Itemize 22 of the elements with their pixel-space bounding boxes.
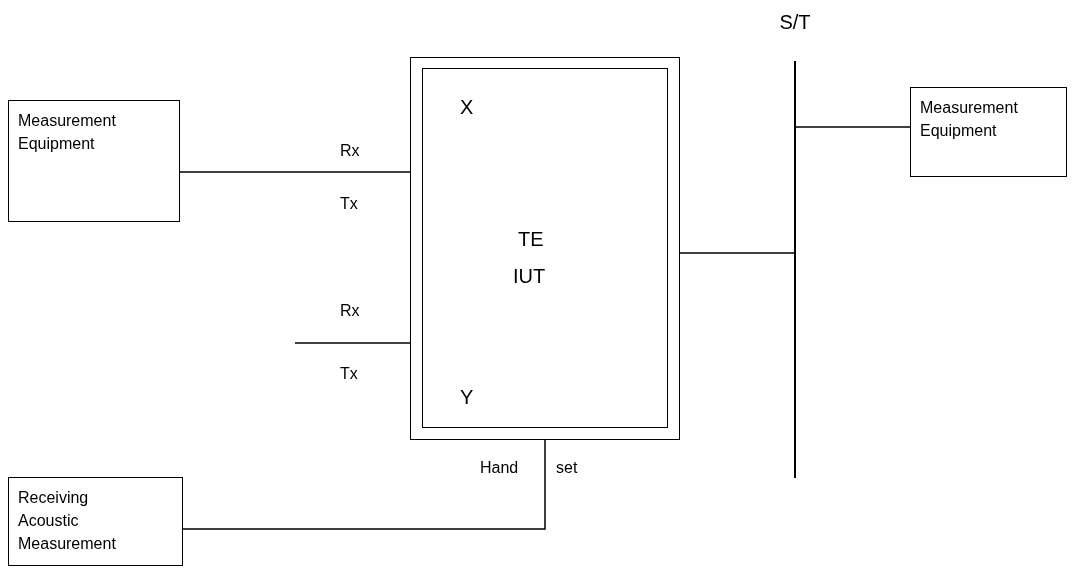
device-label: X: [460, 97, 474, 117]
equipment-box: [8, 100, 180, 222]
connector-line: [679, 252, 796, 254]
connector-line: [179, 171, 411, 173]
connector-line: [794, 126, 911, 128]
port-label: Tx: [340, 366, 358, 382]
port-label: Tx: [340, 196, 358, 212]
connector-line: [182, 439, 546, 530]
connector-line: [294, 342, 411, 344]
equipment-box: [910, 87, 1067, 177]
device-label: Y: [460, 387, 474, 407]
port-label: Rx: [340, 143, 360, 159]
port-label: Rx: [340, 303, 360, 319]
equipment-box: [8, 477, 183, 566]
bus-label: S/T: [779, 12, 811, 32]
equipment-label: Measurement Equipment: [920, 98, 1019, 141]
equipment-label: Receiving Acoustic Measurement: [18, 488, 117, 554]
device-label: TE: [518, 229, 544, 249]
device-label: IUT: [513, 266, 546, 286]
port-label: set: [556, 460, 578, 476]
port-label: Hand: [480, 460, 519, 476]
equipment-label: Measurement Equipment: [18, 111, 117, 154]
